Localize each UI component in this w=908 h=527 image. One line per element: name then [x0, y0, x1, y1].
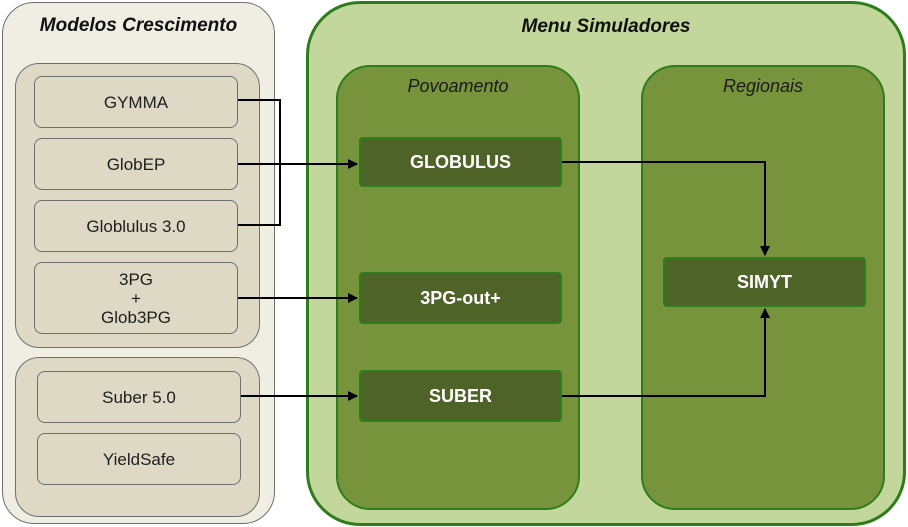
- connector-globulus-simyt: [562, 161, 770, 256]
- model-globep[interactable]: GlobEP: [34, 138, 238, 190]
- model-globlulus-3-0[interactable]: Globlulus 3.0: [34, 200, 238, 252]
- model-suber-5-0[interactable]: Suber 5.0: [37, 371, 241, 423]
- model-3pg-glob3pg[interactable]: 3PG + Glob3PG: [34, 262, 238, 334]
- simulator-suber[interactable]: SUBER: [359, 370, 562, 422]
- modelos-crescimento-title: Modelos Crescimento: [39, 15, 238, 36]
- regionais-title: Regionais: [722, 76, 804, 96]
- connector-suber-simyt: [562, 308, 770, 397]
- simulator-globulus[interactable]: GLOBULUS: [359, 137, 562, 187]
- povoamento-title: Povoamento: [407, 76, 509, 96]
- simulator-3pg-out-plus[interactable]: 3PG-out+: [359, 272, 562, 324]
- connector-gymma: [238, 99, 281, 226]
- menu-simuladores-title: Menu Simuladores: [521, 16, 691, 37]
- simulator-simyt[interactable]: SIMYT: [663, 257, 866, 307]
- model-gymma[interactable]: GYMMA: [34, 76, 238, 128]
- model-yieldsafe[interactable]: YieldSafe: [37, 433, 241, 485]
